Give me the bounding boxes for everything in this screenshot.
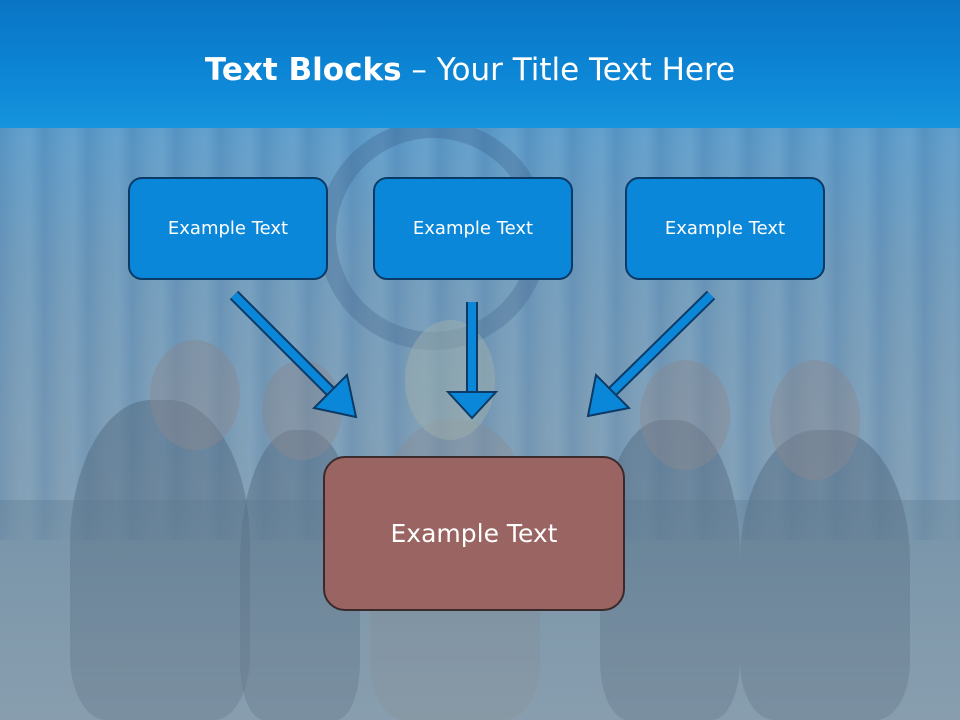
text-block-main[interactable]: Example Text (323, 456, 625, 611)
title-bar (0, 0, 960, 128)
text-block-top-center[interactable]: Example Text (373, 177, 573, 280)
title-bold-part: Text Blocks (204, 52, 402, 88)
text-block-main-label: Example Text (390, 519, 558, 548)
slide-title[interactable]: Text Blocks – Your Title Text Here (0, 52, 940, 88)
arrow-center (445, 302, 499, 420)
text-block-top-right[interactable]: Example Text (625, 177, 825, 280)
text-block-top-center-label: Example Text (412, 218, 534, 239)
arrow-right (586, 290, 716, 418)
text-block-top-left[interactable]: Example Text (128, 177, 328, 280)
arrow-left (229, 290, 358, 419)
text-block-top-right-label: Example Text (664, 218, 786, 239)
title-rest-part: Your Title Text Here (436, 52, 736, 88)
title-dash: – (401, 52, 437, 88)
text-block-top-left-label: Example Text (167, 218, 289, 239)
